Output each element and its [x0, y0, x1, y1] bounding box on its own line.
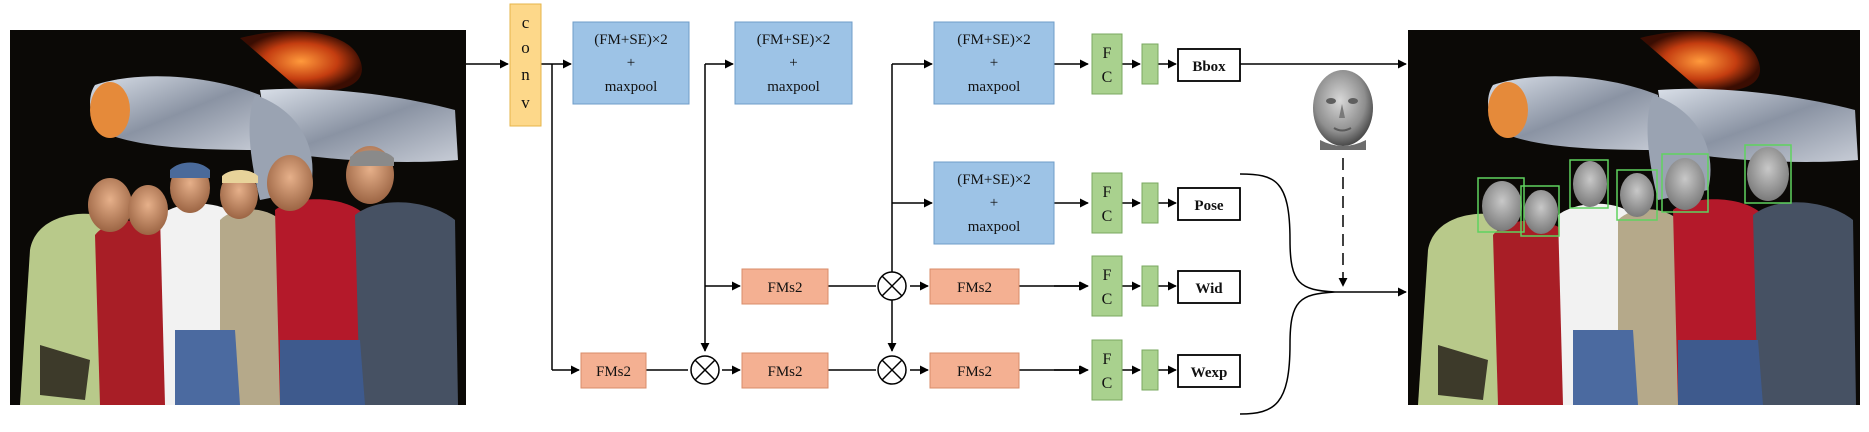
output-wexp: Wexp: [1177, 354, 1241, 388]
fc-block-wexp: F C: [1091, 339, 1123, 401]
feature-vector-bbox: [1141, 43, 1159, 85]
fc-block-wid: F C: [1091, 255, 1123, 317]
connectors: [466, 59, 1407, 415]
conv-block: c o n v: [509, 3, 542, 127]
block-line-1: (FM+SE)×2: [757, 32, 831, 48]
fm-se-block-2: (FM+SE)×2 + maxpool: [734, 21, 853, 105]
output-pose: Pose: [1177, 187, 1241, 221]
output-photo: [1408, 30, 1860, 405]
multiply-icon: [877, 271, 907, 301]
conv-char-1: c: [522, 13, 530, 32]
fms2-block-4: FMs2: [929, 268, 1020, 305]
block-line-3: maxpool: [968, 219, 1021, 235]
multiply-icon: [690, 355, 720, 385]
feature-vector-pose: [1141, 182, 1159, 224]
svg-text:FMs2: FMs2: [596, 364, 631, 380]
face-detection-boxes: [1477, 144, 1792, 237]
block-line-2: +: [627, 55, 635, 71]
fm-se-block-3: (FM+SE)×2 + maxpool: [933, 21, 1055, 105]
block-line-1: (FM+SE)×2: [957, 172, 1031, 188]
output-wid: Wid: [1177, 270, 1241, 304]
svg-text:Pose: Pose: [1194, 198, 1224, 214]
svg-text:FMs2: FMs2: [767, 280, 802, 296]
block-line-2: +: [990, 195, 998, 211]
conv-char-3: n: [521, 65, 530, 84]
3d-face-mesh-icon: [1313, 70, 1373, 150]
input-photo: [10, 30, 466, 405]
block-line-3: maxpool: [605, 79, 658, 95]
fms2-block-1: FMs2: [580, 352, 647, 389]
block-line-2: +: [789, 55, 797, 71]
svg-text:C: C: [1102, 208, 1113, 225]
fms2-block-3: FMs2: [741, 352, 829, 389]
conv-char-4: v: [521, 93, 530, 112]
block-line-3: maxpool: [968, 79, 1021, 95]
svg-text:F: F: [1103, 351, 1112, 368]
svg-text:C: C: [1102, 291, 1113, 308]
svg-text:F: F: [1103, 184, 1112, 201]
fm-se-block-1: (FM+SE)×2 + maxpool: [572, 21, 690, 105]
feature-vector-wexp: [1141, 349, 1159, 391]
svg-text:FMs2: FMs2: [957, 364, 992, 380]
svg-text:Bbox: Bbox: [1192, 59, 1226, 75]
multiply-icon: [877, 355, 907, 385]
block-line-1: (FM+SE)×2: [957, 32, 1031, 48]
output-bbox: Bbox: [1177, 48, 1241, 82]
svg-text:Wexp: Wexp: [1191, 365, 1228, 381]
block-line-2: +: [990, 55, 998, 71]
svg-text:F: F: [1103, 45, 1112, 62]
fms2-block-2: FMs2: [741, 268, 829, 305]
fc-block-pose: F C: [1091, 172, 1123, 234]
svg-text:FMs2: FMs2: [957, 280, 992, 296]
block-line-3: maxpool: [767, 79, 820, 95]
fm-se-block-4: (FM+SE)×2 + maxpool: [933, 161, 1055, 245]
svg-text:F: F: [1103, 267, 1112, 284]
svg-text:C: C: [1102, 69, 1113, 86]
fms2-block-5: FMs2: [929, 352, 1020, 389]
conv-char-2: o: [521, 38, 530, 57]
fc-block-bbox: F C: [1091, 33, 1123, 95]
svg-text:FMs2: FMs2: [767, 364, 802, 380]
feature-vector-wid: [1141, 265, 1159, 307]
svg-text:Wid: Wid: [1195, 281, 1223, 297]
svg-text:C: C: [1102, 375, 1113, 392]
block-line-1: (FM+SE)×2: [594, 32, 668, 48]
